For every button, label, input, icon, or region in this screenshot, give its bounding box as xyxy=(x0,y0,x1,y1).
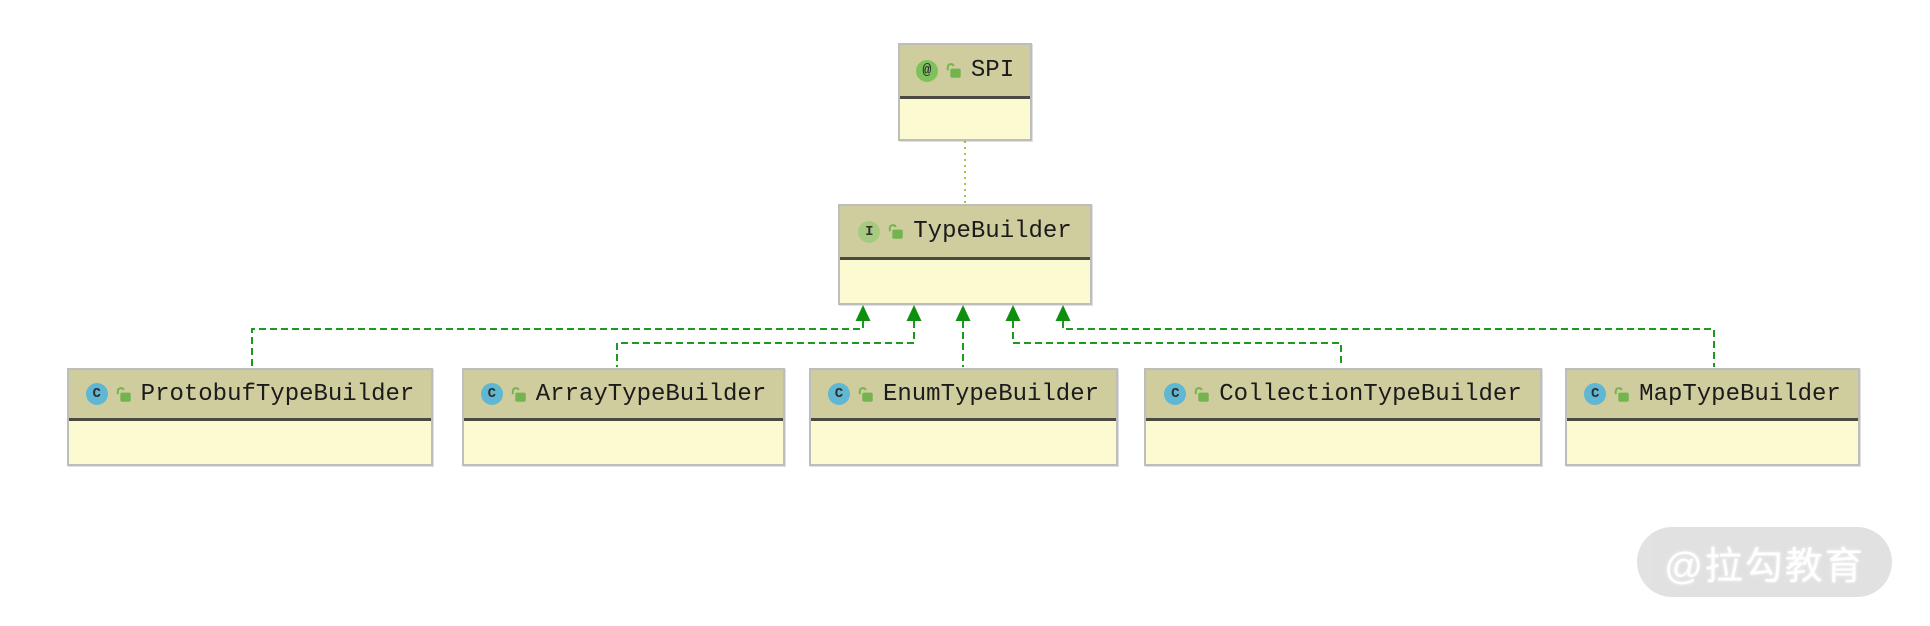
class-name: CollectionTypeBuilder xyxy=(1219,380,1522,408)
unlocked-icon xyxy=(1193,386,1210,403)
node-maptypebuilder[interactable]: C MapTypeBuilder xyxy=(1565,368,1860,466)
class-icon: C xyxy=(1164,383,1187,405)
class-icon: C xyxy=(85,383,108,405)
unlocked-icon xyxy=(887,223,904,240)
edge-map-typebuilder xyxy=(1062,321,1715,367)
node-enumtypebuilder[interactable]: C EnumTypeBuilder xyxy=(809,368,1118,466)
unlocked-icon xyxy=(510,386,527,403)
arrowhead-icon xyxy=(1055,305,1071,321)
node-collectiontypebuilder[interactable]: C CollectionTypeBuilder xyxy=(1144,368,1542,466)
node-arraytypebuilder[interactable]: C ArrayTypeBuilder xyxy=(462,368,785,466)
class-name: MapTypeBuilder xyxy=(1639,380,1841,408)
class-name: ProtobufTypeBuilder xyxy=(140,380,415,408)
class-icon: C xyxy=(480,383,503,405)
edge-protobuf-typebuilder xyxy=(251,321,864,367)
unlocked-icon xyxy=(115,386,132,403)
annotation-icon: @ xyxy=(915,59,938,82)
arrowhead-icon xyxy=(855,305,871,321)
node-typebuilder[interactable]: I TypeBuilder xyxy=(838,204,1092,305)
node-header: C CollectionTypeBuilder xyxy=(1146,370,1540,421)
edge-array-typebuilder xyxy=(616,321,915,367)
node-header: I TypeBuilder xyxy=(840,206,1090,260)
node-header: C MapTypeBuilder xyxy=(1567,370,1858,421)
watermark-text: @拉勾教育 xyxy=(1664,545,1865,588)
node-header: @ SPI xyxy=(900,45,1030,99)
unlocked-icon xyxy=(1613,386,1630,403)
unlocked-icon xyxy=(945,62,962,79)
interface-name: TypeBuilder xyxy=(913,218,1072,245)
interface-icon: I xyxy=(858,220,881,243)
annotation-name: SPI xyxy=(970,57,1015,84)
arrowhead-icon xyxy=(955,305,971,321)
class-name: ArrayTypeBuilder xyxy=(535,380,767,408)
node-protobuftypebuilder[interactable]: C ProtobufTypeBuilder xyxy=(67,368,433,466)
arrowhead-icon xyxy=(1005,305,1021,321)
unlocked-icon xyxy=(857,386,874,403)
node-header: C ProtobufTypeBuilder xyxy=(69,370,431,421)
node-header: C ArrayTypeBuilder xyxy=(464,370,783,421)
class-icon: C xyxy=(827,383,850,405)
edge-collection-typebuilder xyxy=(1012,321,1342,367)
node-spi[interactable]: @ SPI xyxy=(898,43,1032,141)
arrowhead-icon xyxy=(906,305,922,321)
watermark-badge: @拉勾教育 xyxy=(1637,527,1892,597)
node-header: C EnumTypeBuilder xyxy=(811,370,1116,421)
class-name: EnumTypeBuilder xyxy=(882,380,1100,408)
class-icon: C xyxy=(1584,383,1607,405)
